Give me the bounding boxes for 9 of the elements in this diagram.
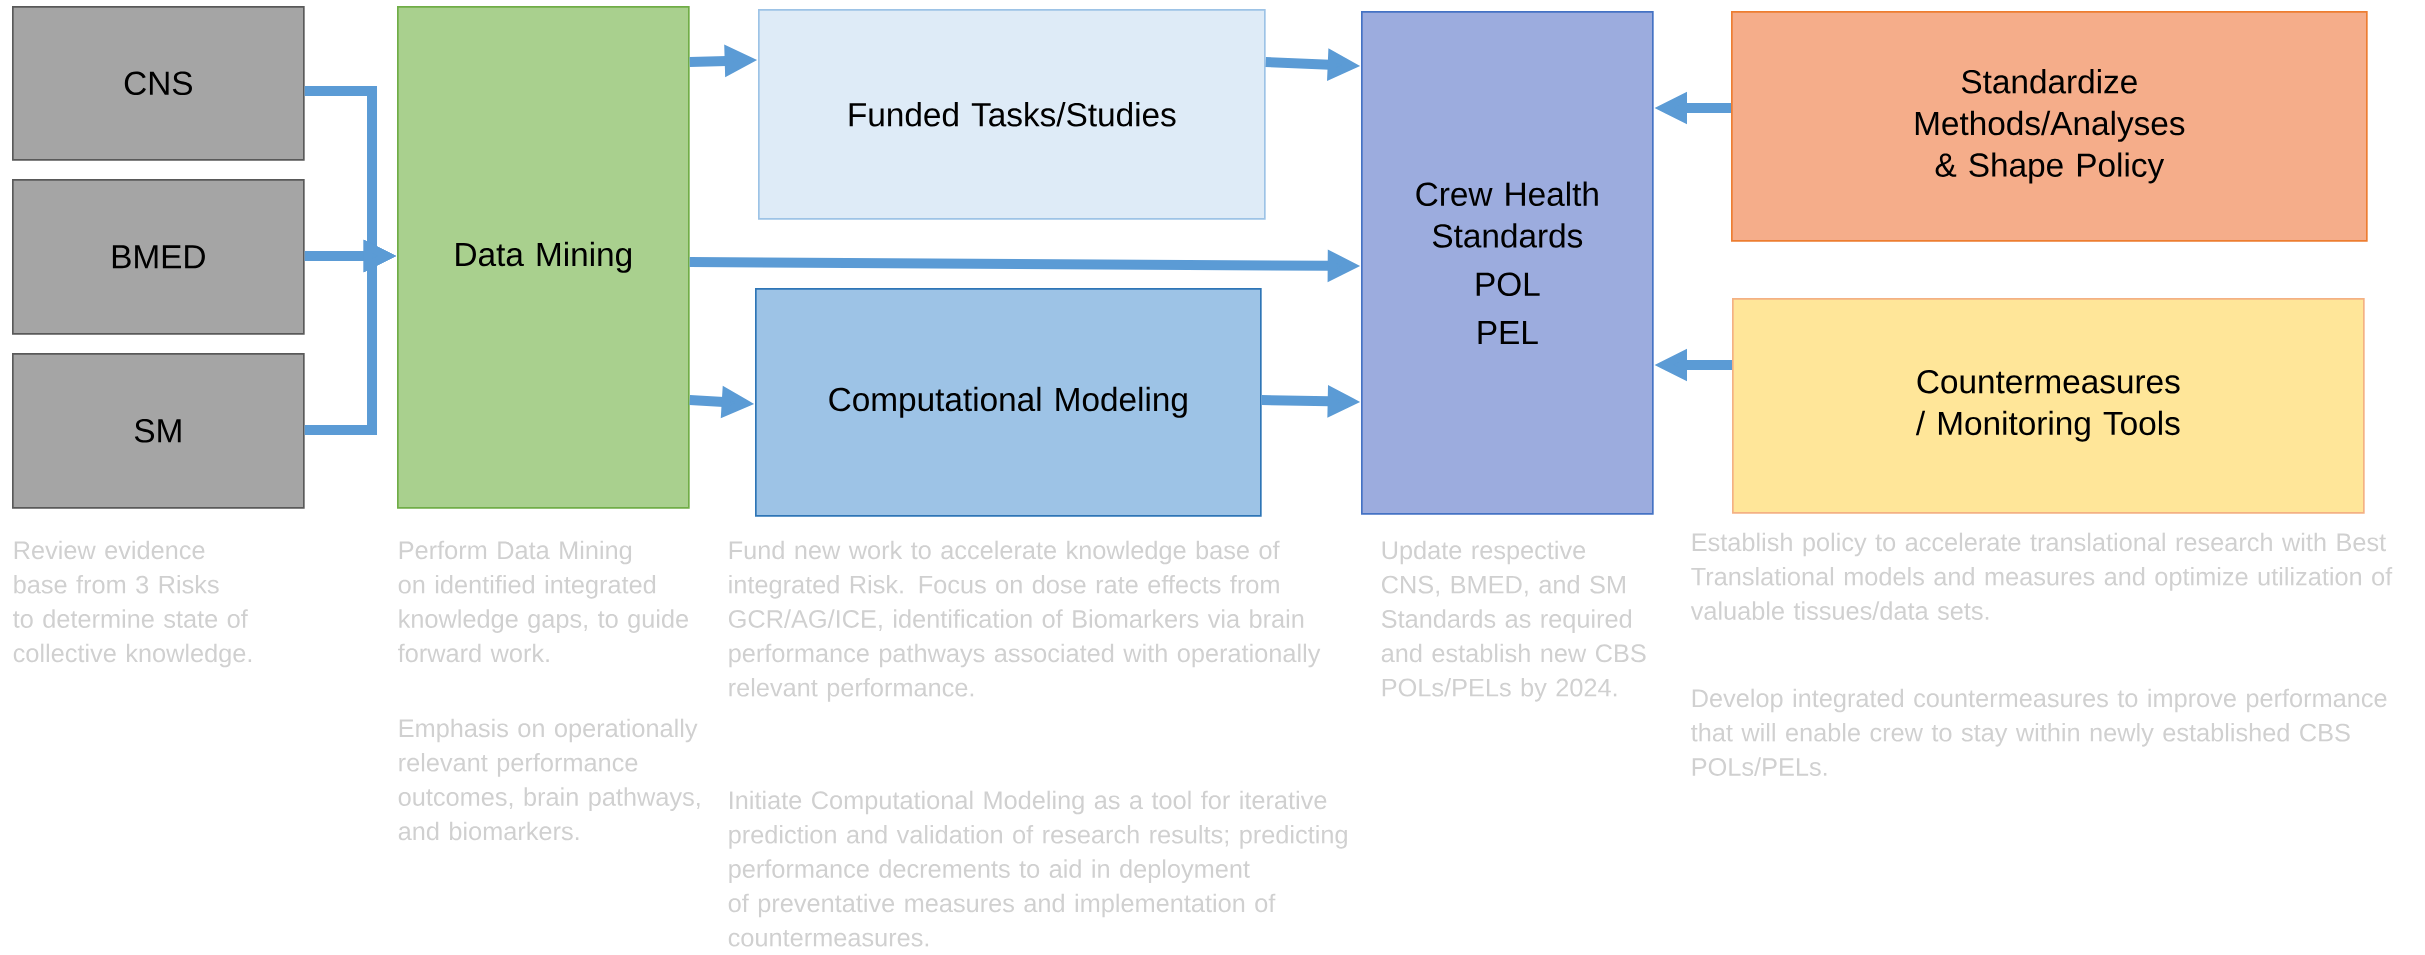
process-box: Funded Tasks/Studies <box>758 9 1266 220</box>
process-box: Computational Modeling <box>755 288 1262 517</box>
tools-box: Countermeasures / Monitoring Tools <box>1732 298 2365 514</box>
risk-box: SM <box>12 353 305 509</box>
policy-box: Standardize Methods/Analyses & Shape Policy <box>1731 11 2368 242</box>
process-box: Data Mining <box>397 6 690 509</box>
risk-box: CNS <box>12 6 305 161</box>
standards-box: Crew Health Standards POL PEL <box>1361 11 1654 515</box>
risk-box: BMED <box>12 179 305 335</box>
